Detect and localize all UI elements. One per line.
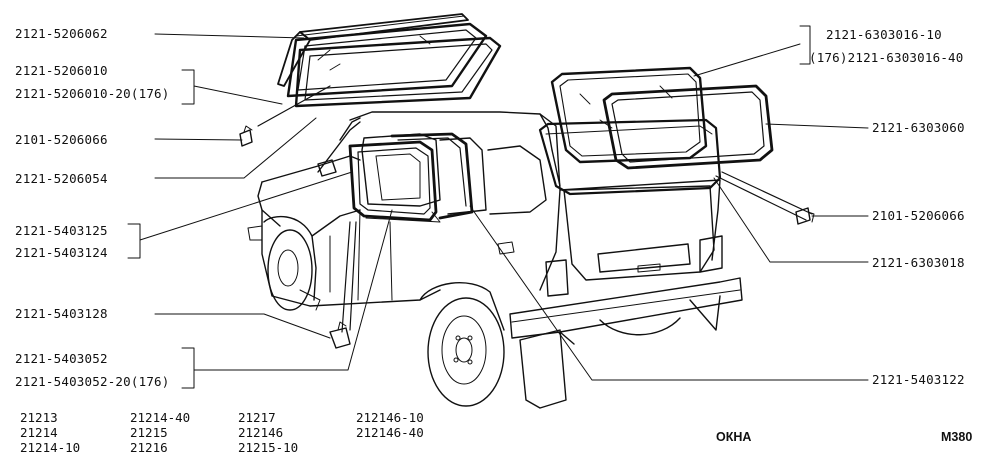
part-label-windshield-glass: 2121-5206062: [15, 26, 108, 41]
model-item: 21214-10: [20, 440, 81, 455]
part-label-rear-seal: 2121-6303060: [872, 120, 965, 135]
model-item: 212146-10: [356, 410, 424, 425]
part-label-rear-glass-alt: (176)2121-6303016-40: [809, 50, 964, 65]
windshield-outer-seal: [294, 36, 502, 108]
clip-left: [239, 125, 253, 147]
part-label-windshield-seal-alt: 2121-5206010-20(176): [15, 86, 170, 101]
model-item: 212146: [238, 425, 284, 440]
figure-code: M380: [941, 430, 973, 444]
part-label-rear-glass: 2121-6303016-10: [826, 27, 942, 42]
part-label-side-seal-inner: 2121-5403124: [15, 245, 108, 260]
part-label-clip-left: 2101-5206066: [15, 132, 108, 147]
windshield-glass: [277, 13, 469, 87]
model-item: 21215-10: [238, 440, 299, 455]
windshield-seal: [286, 22, 488, 98]
clip-lower: [329, 321, 351, 349]
rear-window-seal: [602, 84, 774, 170]
rear-window-glass: [550, 66, 708, 164]
model-item: 21215: [130, 425, 168, 440]
model-item: 21214-40: [130, 410, 191, 425]
part-label-moulding: 2121-5206054: [15, 171, 108, 186]
model-item: 21216: [130, 440, 168, 455]
section-title: ОКНА: [716, 430, 752, 444]
part-label-side-glass-alt: 2121-5403052-20(176): [15, 374, 170, 389]
side-window-seals: [348, 132, 474, 223]
part-label-windshield-seal: 2121-5206010: [15, 63, 108, 78]
part-label-rear-moulding: 2121-6303018: [872, 255, 965, 270]
car-body: [247, 111, 743, 409]
part-label-side-seal-outer: 2121-5403125: [15, 223, 108, 238]
part-label-clip-right: 2101-5206066: [872, 208, 965, 223]
model-item: 21214: [20, 425, 58, 440]
model-item: 21213: [20, 410, 58, 425]
part-label-side-clip: 2121-5403128: [15, 306, 108, 321]
model-item: 212146-40: [356, 425, 424, 440]
part-label-side-glass: 2121-5403052: [15, 351, 108, 366]
model-item: 21217: [238, 410, 276, 425]
part-label-side-rear-seal: 2121-5403122: [872, 372, 965, 387]
leader-lines: [127, 25, 869, 389]
